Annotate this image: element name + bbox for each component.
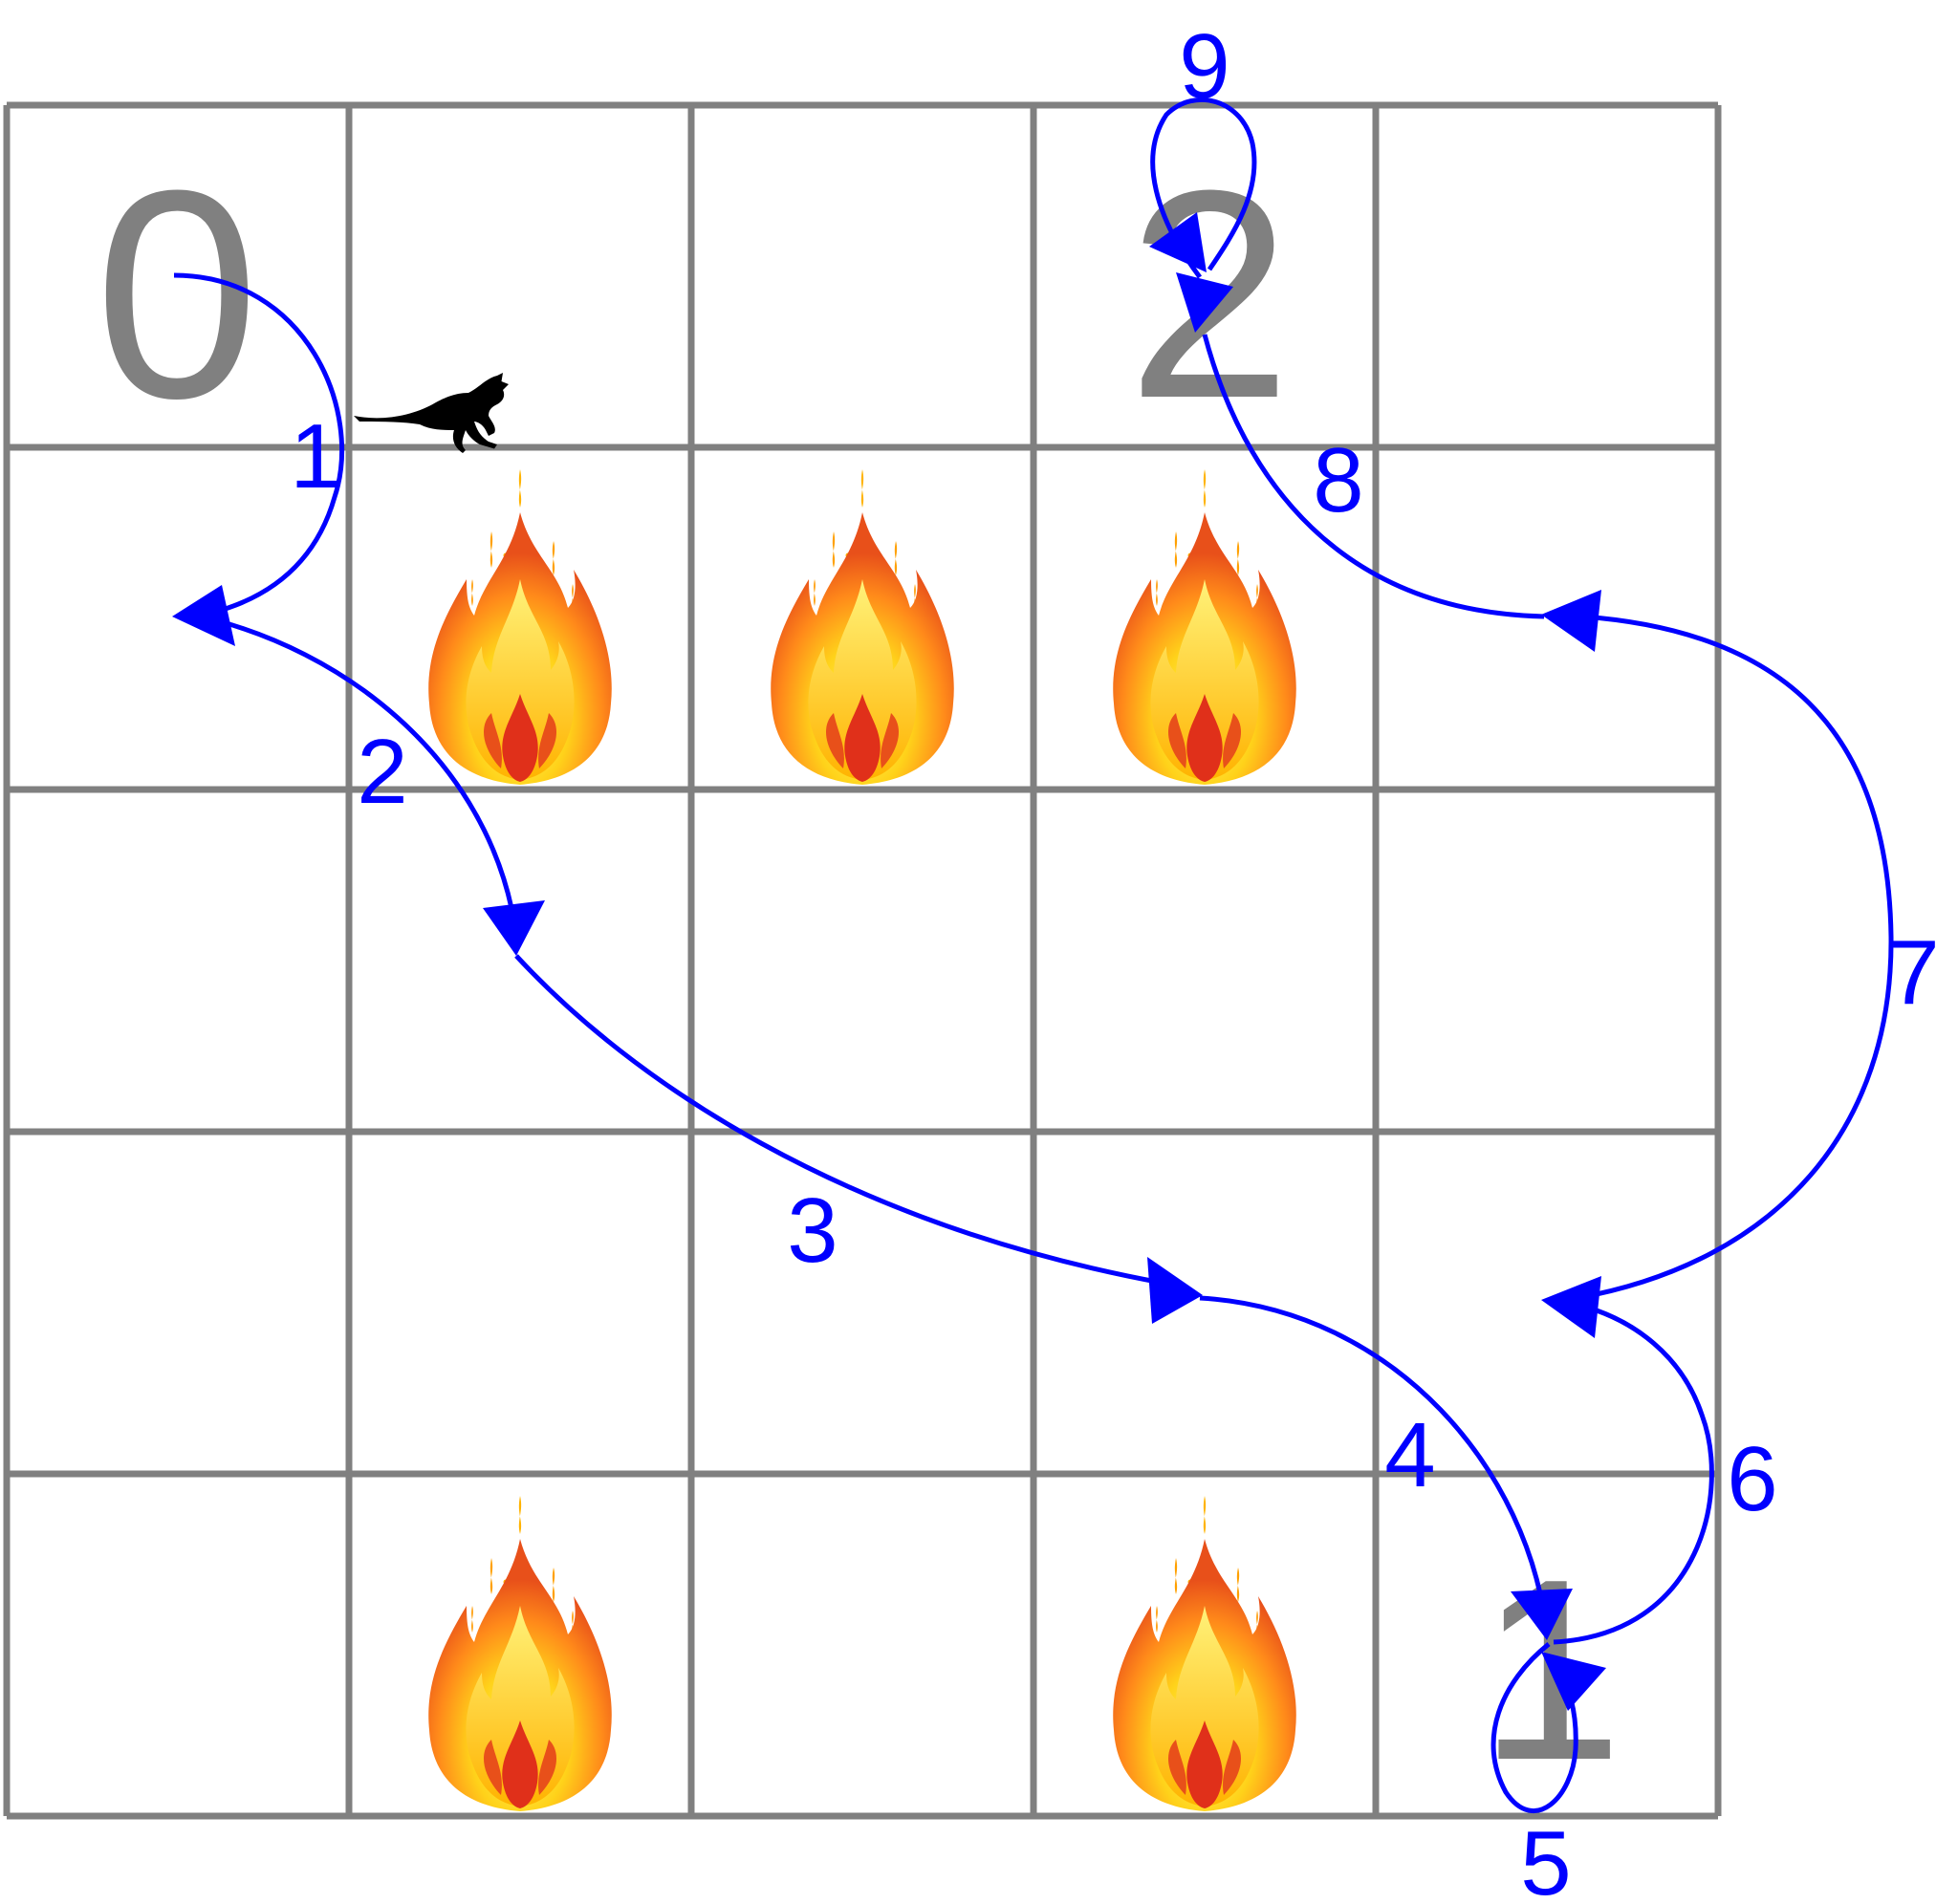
trajectory-arrow-8 [1202, 334, 1545, 619]
trajectory [172, 97, 1894, 1814]
step-labels: 1 2 3 4 5 6 7 8 9 [290, 15, 1939, 1904]
trajectory-arrow-7 [1577, 614, 1894, 1301]
step-label-2: 2 [357, 721, 407, 823]
arrowhead-6 [1541, 1276, 1601, 1338]
step-label-5: 5 [1520, 1812, 1571, 1904]
arrowhead-8 [1176, 272, 1233, 333]
grid [3, 101, 1722, 1820]
fire-icon [428, 1496, 612, 1811]
trajectory-arrow-2 [200, 614, 514, 909]
arrowhead-9 [1149, 212, 1207, 272]
fire-icon [1113, 1496, 1296, 1811]
step-label-7: 7 [1888, 921, 1939, 1024]
fire-hazards [428, 469, 1296, 1811]
step-label-9: 9 [1179, 15, 1229, 118]
state-0-label: 0 [95, 128, 259, 460]
trajectory-arrow-1 [173, 272, 344, 619]
state-labels: 0 2 1 [95, 128, 1622, 1814]
step-label-1: 1 [290, 405, 340, 508]
trajectory-arrow-3 [514, 954, 1163, 1286]
trajectory-arrow-6 [1553, 1302, 1714, 1645]
trajectory-arrow-5 [1490, 1642, 1578, 1814]
trajectory-arrow-9 [1150, 97, 1257, 279]
arrowhead-5 [1541, 1652, 1606, 1711]
trajectory-arrow-4 [1199, 1295, 1550, 1635]
arrowhead-2 [483, 900, 545, 956]
arrowhead-4 [1511, 1589, 1573, 1640]
arrowhead-1 [172, 585, 235, 646]
step-label-4: 4 [1384, 1404, 1435, 1506]
arrowhead-7 [1541, 590, 1601, 652]
fire-icon [771, 469, 954, 785]
kangaroo-icon [354, 373, 509, 453]
arrowhead-3 [1147, 1257, 1203, 1324]
step-label-3: 3 [787, 1179, 838, 1282]
step-label-8: 8 [1313, 429, 1363, 531]
fire-icon [1113, 469, 1296, 785]
step-label-6: 6 [1727, 1428, 1777, 1530]
fire-icon [428, 469, 612, 785]
